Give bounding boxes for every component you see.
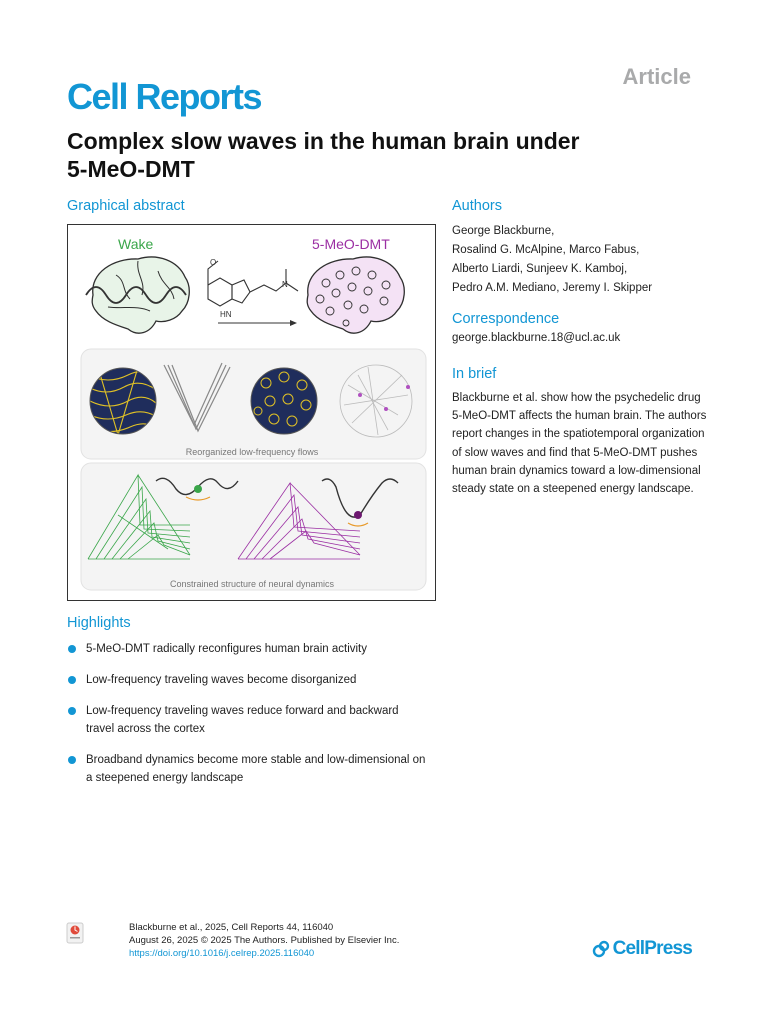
panel-3-caption: Constrained structure of neural dynamics <box>170 579 335 589</box>
drug-brain-icon <box>306 256 405 334</box>
wake-flow-map <box>89 367 157 435</box>
doi-link[interactable]: https://doi.org/10.1016/j.celrep.2025.11… <box>129 948 315 959</box>
check-for-updates-icon[interactable] <box>66 922 84 944</box>
article-type-label: Article <box>622 64 691 89</box>
paper-title-line-1: Complex slow waves in the human brain un… <box>67 128 580 154</box>
authors-list: George Blackburne, Rosalind G. McAlpine,… <box>452 222 712 298</box>
publisher-name: CellPress <box>612 938 693 959</box>
footer-citation: Blackburne et al., 2025, Cell Reports 44… <box>129 921 399 960</box>
in-brief-heading: In brief <box>452 366 497 382</box>
authors-line: Rosalind G. McAlpine, Marco Fabus, <box>452 244 640 256</box>
drug-potential-well-icon <box>321 478 399 527</box>
panel-2-caption: Reorganized low-frequency flows <box>186 447 319 457</box>
correspondence-heading: Correspondence <box>452 311 560 327</box>
citation-line: Blackburne et al., 2025, Cell Reports 44… <box>129 922 334 933</box>
molecule-structure-icon: O N <box>207 258 299 307</box>
molecule-label: HN <box>220 310 232 319</box>
paper-title-line-2: 5-MeO-DMT <box>67 156 195 182</box>
drug-network-graph <box>339 364 413 438</box>
authors-line: Alberto Liardi, Sunjeev K. Kamboj, <box>452 263 628 275</box>
drug-label: 5-MeO-DMT <box>312 236 390 252</box>
highlight-text: 5-MeO-DMT radically reconfigures human b… <box>86 643 367 655</box>
date-line: August 26, 2025 © 2025 The Authors. Publ… <box>129 935 400 946</box>
highlight-item: Low-frequency traveling waves reduce for… <box>67 702 427 738</box>
paper-title: Complex slow waves in the human brain un… <box>67 127 667 183</box>
transition-arrow-icon <box>218 320 297 326</box>
highlight-item: Broadband dynamics become more stable an… <box>67 751 427 787</box>
wake-potential-well-icon <box>155 477 239 501</box>
highlights-list: 5-MeO-DMT radically reconfigures human b… <box>67 640 427 800</box>
highlight-text: Low-frequency traveling waves reduce for… <box>86 705 399 735</box>
bullet-icon <box>68 676 76 684</box>
drug-energy-landscape <box>237 481 361 560</box>
wake-traveling-wave-plot <box>163 362 231 433</box>
authors-heading: Authors <box>452 198 502 214</box>
highlights-heading: Highlights <box>67 615 131 631</box>
svg-text:N: N <box>282 280 288 289</box>
wake-brain-icon <box>85 256 190 334</box>
bullet-icon <box>68 707 76 715</box>
bullet-icon <box>68 756 76 764</box>
highlight-item: 5-MeO-DMT radically reconfigures human b… <box>67 640 427 658</box>
in-brief-text: Blackburne et al. show how the psychedel… <box>452 392 707 496</box>
svg-text:O: O <box>210 258 216 267</box>
bullet-icon <box>68 645 76 653</box>
cellpress-logo: CellPress <box>592 938 693 960</box>
correspondence-email-link[interactable]: george.blackburne.18@ucl.ac.uk <box>452 332 621 344</box>
drug-flow-map <box>250 367 318 435</box>
highlight-text: Low-frequency traveling waves become dis… <box>86 674 357 686</box>
graphical-abstract-figure: Wake 5-MeO-DMT O N HN <box>67 224 436 601</box>
wake-energy-landscape <box>87 473 191 560</box>
wake-label: Wake <box>118 236 153 252</box>
authors-line: George Blackburne, <box>452 225 555 237</box>
cellpress-mark-icon <box>592 940 609 958</box>
highlight-text: Broadband dynamics become more stable an… <box>86 754 426 784</box>
highlight-item: Low-frequency traveling waves become dis… <box>67 671 427 689</box>
graphical-abstract-heading: Graphical abstract <box>67 198 185 214</box>
journal-title: Cell Reports <box>67 76 263 117</box>
authors-line: Pedro A.M. Mediano, Jeremy I. Skipper <box>452 282 653 294</box>
